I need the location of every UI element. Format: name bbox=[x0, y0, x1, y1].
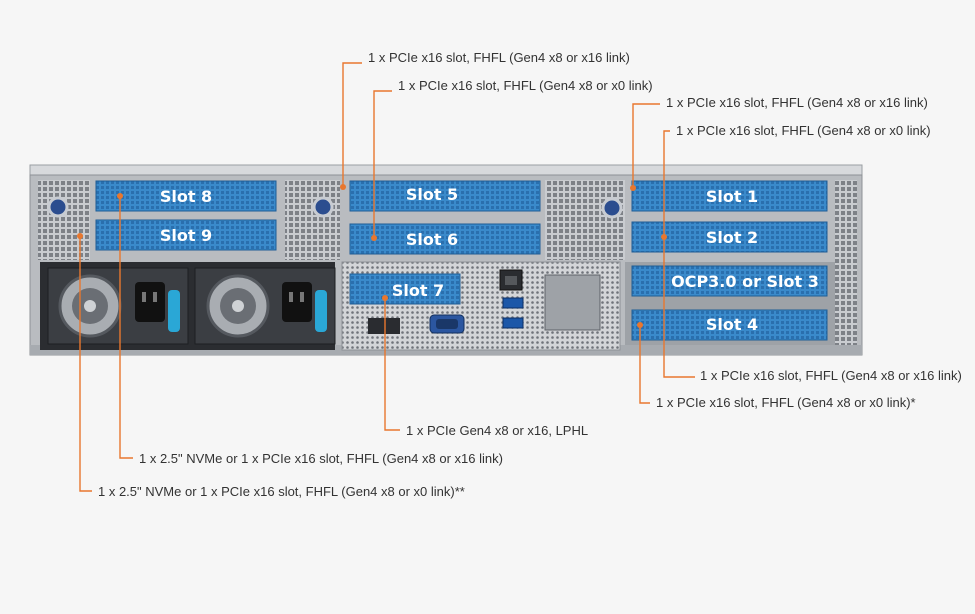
leader-slot1 bbox=[632, 103, 660, 188]
slot-4-label: Slot 4 bbox=[706, 315, 758, 334]
left-vent bbox=[38, 180, 90, 260]
slot-1-label: Slot 1 bbox=[706, 187, 758, 206]
callout-slot2: 1 x PCIe x16 slot, FHFL (Gen4 x8 or x0 l… bbox=[676, 123, 931, 138]
slot-6-label: Slot 6 bbox=[406, 230, 458, 249]
leader-slot2 bbox=[663, 130, 670, 237]
thumbscrew-icon bbox=[601, 197, 623, 219]
leader-dots bbox=[77, 184, 667, 328]
slot-7-bracket bbox=[349, 273, 461, 305]
callout-slot1: 1 x PCIe x16 slot, FHFL (Gen4 x8 or x16 … bbox=[666, 95, 928, 110]
callout-slot4: 1 x PCIe x16 slot, FHFL (Gen4 x8 or x0 l… bbox=[656, 395, 916, 410]
callout-slot7: 1 x PCIe Gen4 x8 or x16, LPHL bbox=[406, 423, 589, 438]
psu-latch bbox=[315, 290, 327, 332]
leader-slot9 bbox=[79, 236, 92, 492]
usb-port-icon bbox=[502, 297, 524, 309]
psu-1 bbox=[47, 267, 189, 345]
leader-slot8 bbox=[119, 196, 133, 459]
leader-slot3 bbox=[663, 237, 695, 378]
usb-port-icon bbox=[502, 317, 524, 329]
callout-slot3: 1 x PCIe x16 slot, FHFL (Gen4 x8 or x16 … bbox=[700, 368, 962, 383]
slot-9-label: Slot 9 bbox=[160, 226, 212, 245]
power-socket-icon bbox=[282, 282, 312, 322]
right-vent bbox=[835, 180, 857, 345]
leader-slot5 bbox=[342, 62, 362, 187]
slot-8-label: Slot 8 bbox=[160, 187, 212, 206]
leader-slot6 bbox=[373, 90, 392, 238]
status-display bbox=[368, 318, 400, 334]
psu-latch bbox=[168, 290, 180, 332]
slot-3-label: OCP3.0 or Slot 3 bbox=[671, 272, 819, 291]
power-socket-icon bbox=[135, 282, 165, 322]
slot-2-label: Slot 2 bbox=[706, 228, 758, 247]
slot-9-bracket bbox=[95, 219, 277, 251]
leader-slot4 bbox=[639, 325, 650, 404]
callout-slot6: 1 x PCIe x16 slot, FHFL (Gen4 x8 or x0 l… bbox=[398, 78, 653, 93]
psu-2 bbox=[194, 267, 336, 345]
slot-8-bracket bbox=[95, 180, 277, 212]
thumbscrew-icon bbox=[312, 196, 334, 218]
thumbscrew-icon bbox=[47, 196, 69, 218]
slot-5-bracket bbox=[349, 180, 541, 212]
center-right-vent bbox=[545, 180, 625, 260]
slot-6-bracket bbox=[349, 223, 541, 255]
center-left-vent bbox=[285, 180, 340, 260]
slot-5-label: Slot 5 bbox=[406, 185, 458, 204]
leader-lines bbox=[79, 62, 695, 492]
callout-slot8: 1 x 2.5" NVMe or 1 x PCIe x16 slot, FHFL… bbox=[139, 451, 503, 466]
callout-slot9: 1 x 2.5" NVMe or 1 x PCIe x16 slot, FHFL… bbox=[98, 484, 465, 499]
leader-slot7 bbox=[384, 298, 400, 431]
slot-7-label: Slot 7 bbox=[392, 281, 444, 300]
callout-slot5: 1 x PCIe x16 slot, FHFL (Gen4 x8 or x16 … bbox=[368, 50, 630, 65]
